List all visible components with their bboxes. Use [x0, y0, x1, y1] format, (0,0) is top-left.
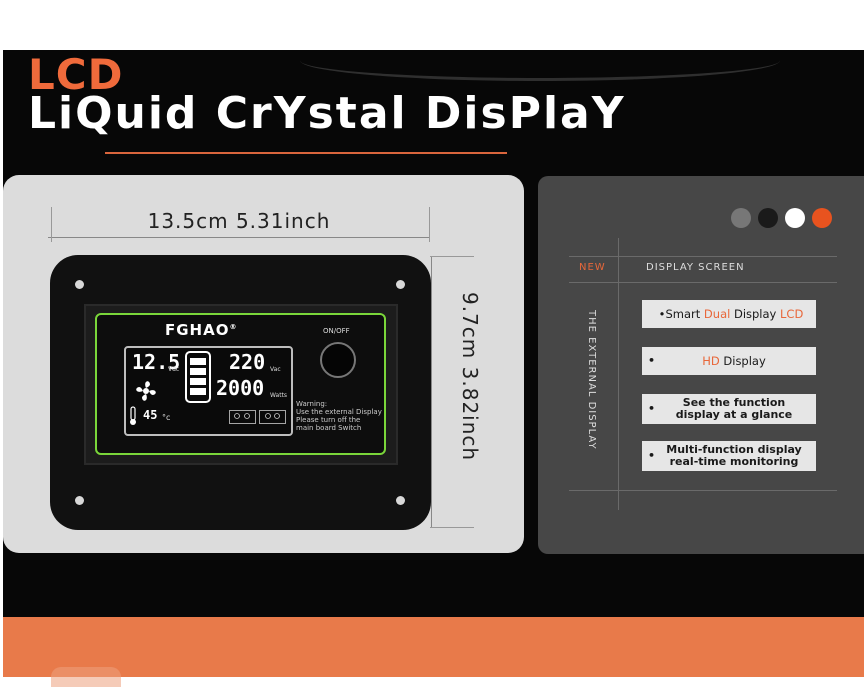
- lcd-power-unit: Watts: [270, 392, 288, 399]
- divider-bottom: [569, 490, 837, 491]
- lcd-voltage-dc-unit: Vdc: [168, 366, 180, 373]
- height-dimension-line: [430, 256, 474, 528]
- lcd-voltage-ac-unit: Vac: [270, 366, 281, 373]
- header-title: LiQuid CrYstal DisPlaY: [28, 88, 626, 139]
- header-abbr: LCD: [28, 50, 124, 99]
- power-button[interactable]: [320, 342, 356, 378]
- thermometer-icon: [130, 406, 136, 425]
- width-dimension-label: 13.5cm 5.31inch: [147, 209, 331, 233]
- lcd-temperature: 45: [143, 408, 158, 422]
- screw-bottom-right: [396, 496, 405, 505]
- screw-top-left: [75, 280, 84, 289]
- lcd-power: 2000: [216, 376, 265, 400]
- feature-smart-dual: •Smart Dual Display LCD: [642, 300, 816, 328]
- height-dimension-label: 9.7cm 3.82inch: [458, 292, 482, 462]
- display-screen-label: DISPLAY SCREEN: [646, 262, 745, 273]
- status-indicators-icon: [229, 410, 286, 424]
- new-label: NEW: [579, 262, 606, 273]
- divider-vertical: [618, 238, 619, 510]
- battery-icon: [185, 351, 211, 403]
- side-label: THE EXTERNAL DISPLAY: [586, 310, 597, 450]
- orange-footer-band: [3, 617, 864, 687]
- lcd-voltage-ac: 220: [229, 350, 266, 374]
- screw-top-right: [396, 280, 405, 289]
- lcd-voltage-dc: 12.5: [132, 350, 181, 374]
- brand-logo: FGHAO®: [165, 321, 238, 339]
- warning-text: Warning: Use the external Display Please…: [296, 400, 382, 432]
- decorative-arc: [300, 40, 780, 81]
- color-dot-white: [785, 208, 805, 228]
- fan-icon: [136, 381, 156, 401]
- feature-hd-display: • HD Display: [642, 347, 816, 375]
- onoff-label: ON/OFF: [323, 327, 350, 335]
- color-dot-black: [758, 208, 778, 228]
- lcd-temperature-unit: °c: [162, 413, 171, 422]
- screw-bottom-left: [75, 496, 84, 505]
- divider-top: [569, 256, 837, 257]
- width-dimension-line: [48, 207, 430, 242]
- title-underline: [105, 152, 507, 154]
- divider-header: [569, 282, 837, 283]
- color-dot-orange: [812, 208, 832, 228]
- color-dot-gray: [731, 208, 751, 228]
